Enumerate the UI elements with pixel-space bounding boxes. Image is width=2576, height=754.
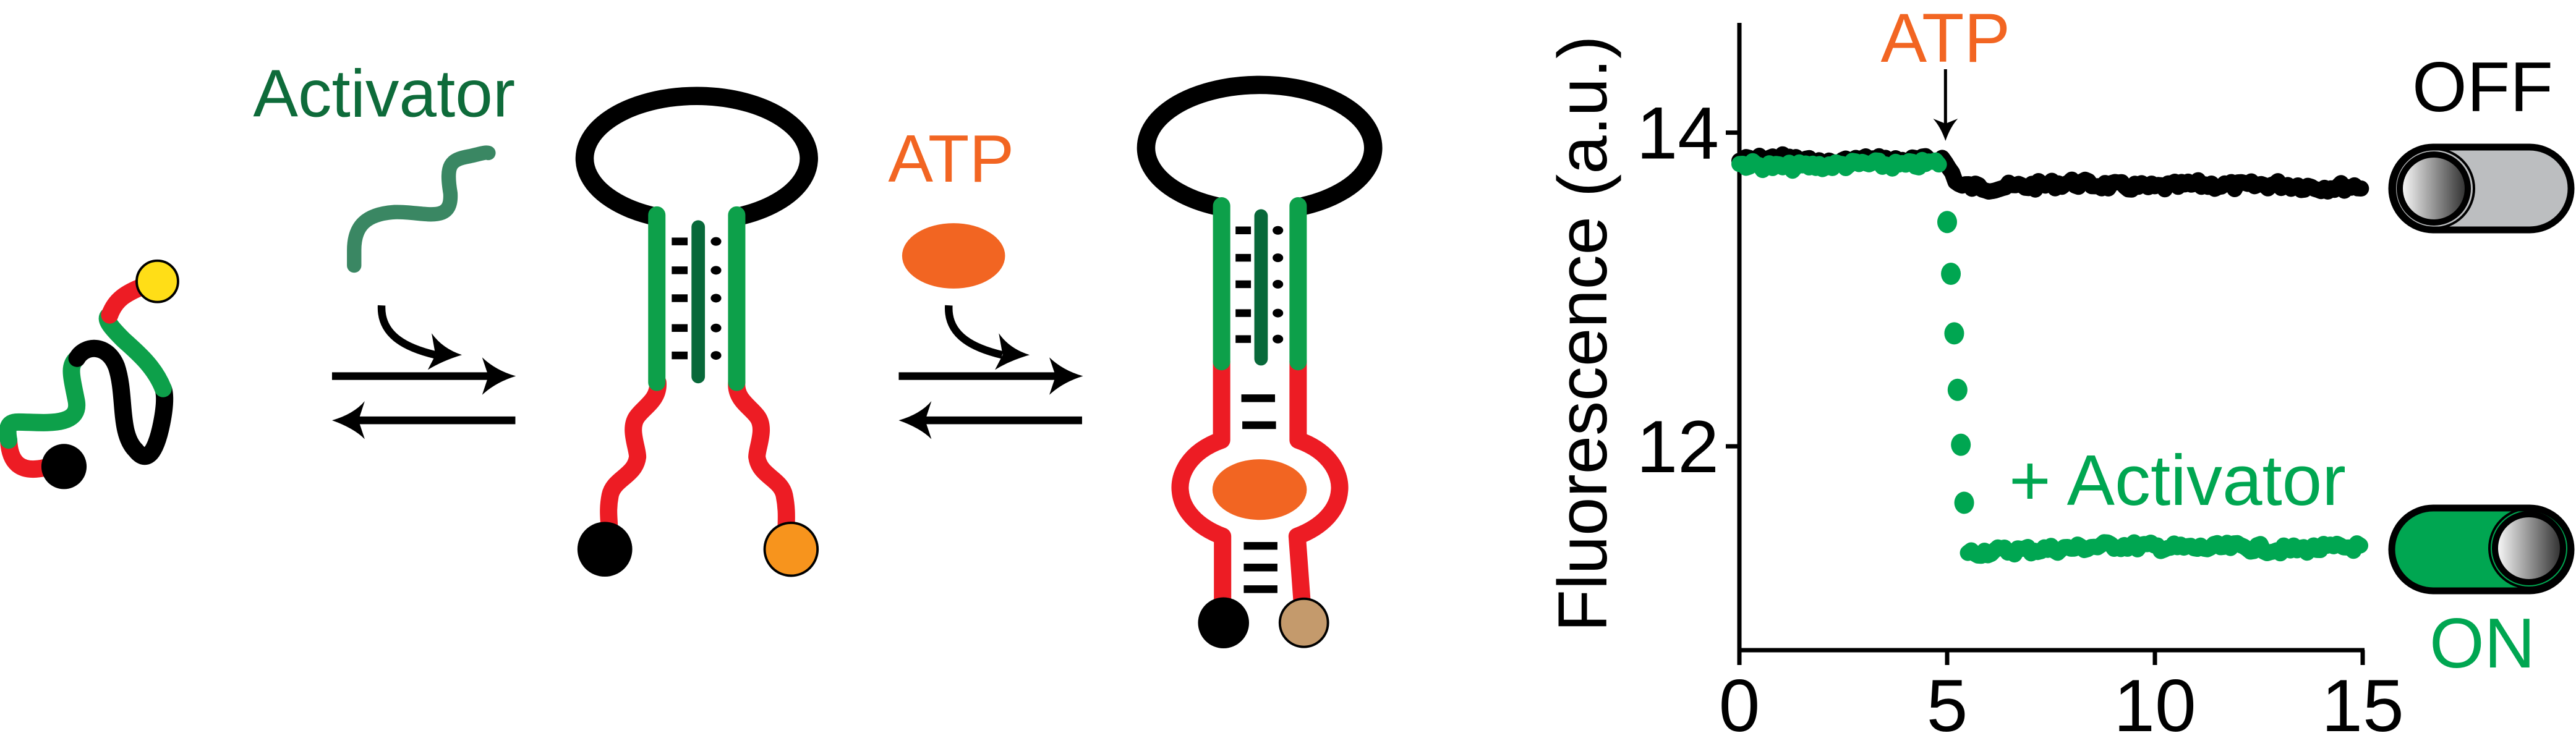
toggle-on-icon — [2388, 504, 2575, 595]
trace-point-activator — [1951, 433, 1971, 456]
base-pair-marks — [1235, 226, 1284, 593]
binding-arrow-icon — [945, 305, 1030, 370]
strand-red-segment — [600, 373, 667, 536]
trace-point-activator — [1941, 263, 1961, 285]
strand-red-segment — [728, 373, 795, 536]
equilibrium-arrows-icon — [898, 357, 1083, 439]
activator-label: Activator — [253, 56, 515, 131]
trace-point-activator — [1937, 211, 1957, 234]
fluorescence-chart: Fluorescence (a.u.) 0 5 10 15 12 14 ATP + Act… — [1544, 0, 2575, 747]
atp-arrow-icon — [1933, 69, 1958, 141]
diagram-right: ATP — [888, 75, 1383, 649]
x-tick-label: 0 — [1719, 664, 1760, 747]
binding-arrow-icon — [377, 305, 463, 370]
strand-green-segment — [0, 349, 86, 449]
hairpin-atp-bound — [1137, 75, 1383, 649]
y-tick-label: 12 — [1637, 405, 1719, 488]
trace-point-activator — [1954, 491, 1974, 514]
hairpin-loop — [1137, 75, 1383, 216]
x-tick-label: 10 — [2113, 664, 2196, 747]
atp-molecule-icon — [1212, 459, 1307, 520]
atp-annotation: ATP — [1881, 0, 2011, 77]
fluorophore-quenched-icon — [1278, 597, 1329, 648]
quencher-icon — [41, 444, 87, 489]
atp-label: ATP — [888, 121, 1014, 197]
aptamer-red-strands — [1171, 353, 1349, 610]
trace-line-activator-after-atp — [1960, 534, 2368, 564]
y-axis-label: Fluorescence (a.u.) — [1544, 36, 1621, 632]
atp-molecule-icon — [902, 223, 1005, 289]
unfolded-probe-strand — [0, 277, 174, 478]
trace-point-activator — [1944, 322, 1964, 345]
base-pair-marks — [672, 237, 722, 360]
activator-strand-icon — [347, 145, 496, 273]
quencher-icon — [1198, 597, 1249, 649]
trace-line-activator-before-atp — [1731, 151, 1947, 179]
fluorophore-yellow-icon — [135, 259, 179, 303]
atp-arrow-head — [1933, 119, 1958, 141]
x-tick-label: 5 — [1927, 664, 1968, 747]
activator-annotation: + Activator — [2009, 440, 2346, 520]
on-label: ON — [2429, 604, 2535, 683]
off-label: OFF — [2412, 48, 2553, 127]
hairpin-activator-bound — [575, 87, 819, 577]
hairpin-loop — [575, 87, 818, 226]
diagram-left: Activator — [0, 56, 819, 577]
x-tick-label: 15 — [2321, 664, 2403, 747]
strand-red-segment — [101, 277, 151, 324]
toggle-off-icon — [2388, 143, 2575, 234]
y-tick-label: 14 — [1637, 92, 1719, 175]
equilibrium-arrows-icon — [331, 357, 516, 439]
traces — [1731, 146, 2369, 564]
axes: 0 5 10 15 12 14 — [1637, 23, 2404, 747]
trace-point-activator — [1947, 378, 1968, 401]
strand-black-segment — [68, 339, 174, 465]
quencher-icon — [577, 522, 633, 577]
fluorophore-orange-icon — [763, 521, 819, 577]
